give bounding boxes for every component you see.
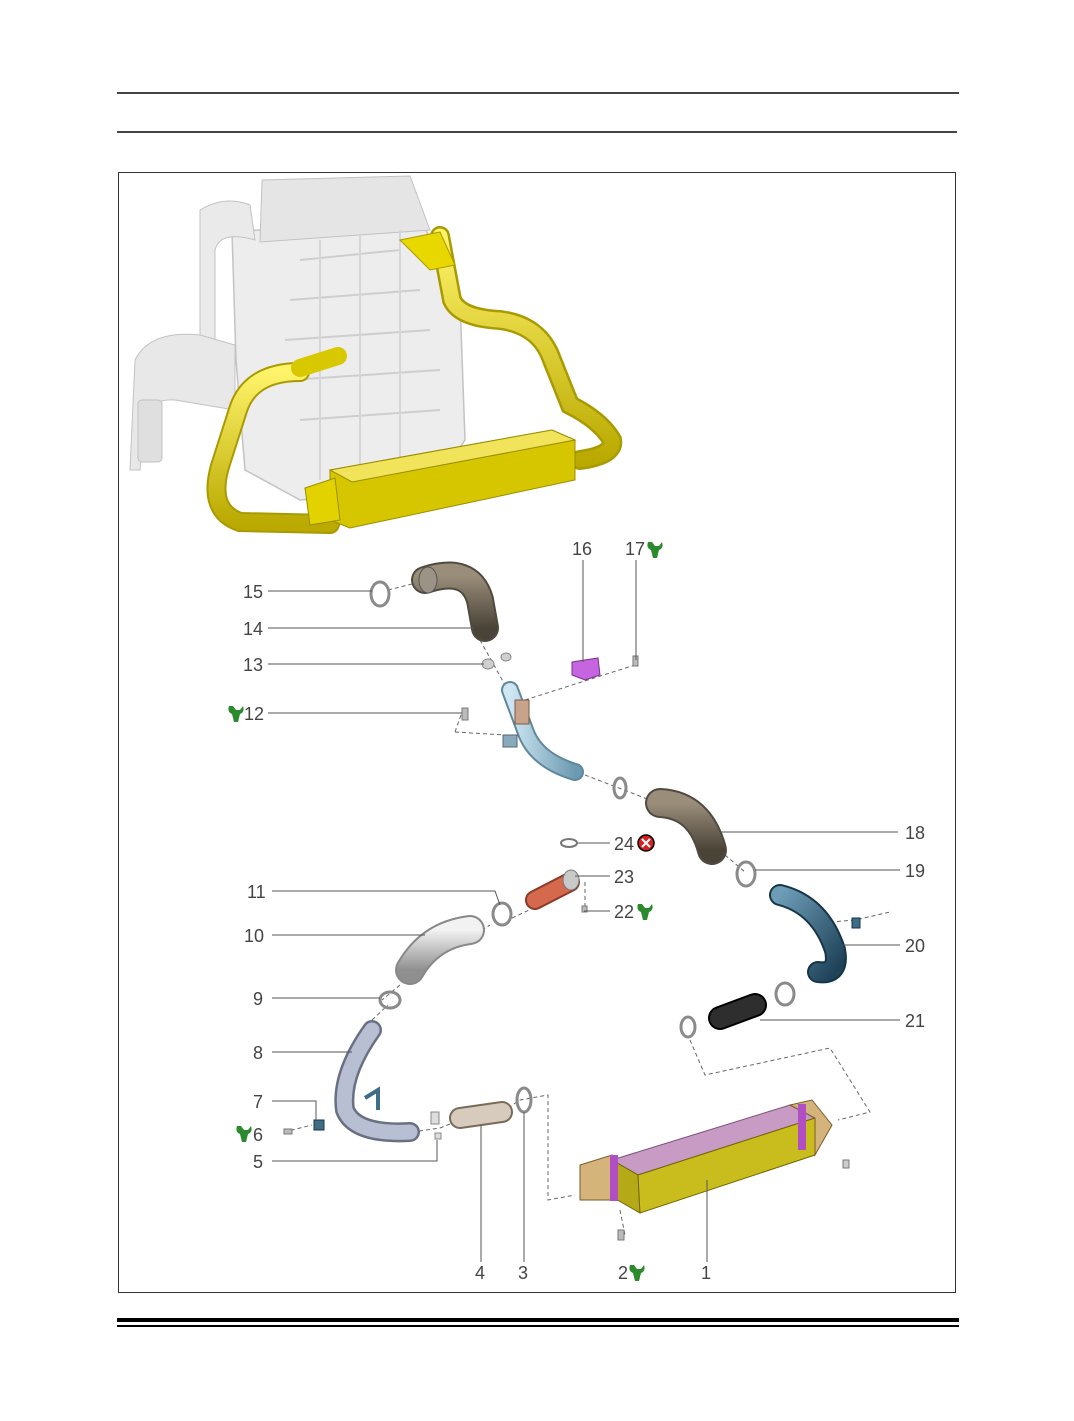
part-clamp-mid [612, 776, 628, 800]
wrench-icon [236, 1126, 252, 1142]
do-not-reuse-icon [637, 834, 655, 852]
callout-5: 5 [253, 1152, 263, 1172]
charge-pipe-upper [501, 681, 584, 781]
part-10-hose [395, 915, 485, 985]
callout-20: 20 [905, 936, 925, 956]
callout-4: 4 [475, 1263, 485, 1283]
callout-3: 3 [518, 1263, 528, 1283]
callout-15: 15 [243, 582, 263, 602]
wrench-icon [637, 904, 653, 920]
part-21-hose [679, 981, 796, 1039]
header-rule-bottom [117, 131, 957, 133]
wrench-icon [629, 1265, 645, 1281]
wrench-icon [647, 542, 663, 558]
callout-23: 23 [614, 867, 634, 887]
part-22-bolt [581, 905, 588, 913]
part-1-intercooler [579, 1099, 850, 1214]
footer-rule [117, 1318, 959, 1327]
part-9-clamp [378, 990, 402, 1010]
callout-16: 16 [572, 539, 592, 559]
callout-8: 8 [253, 1043, 263, 1063]
part-24-seal [560, 838, 578, 848]
callout-14: 14 [243, 619, 263, 639]
part-15-clamp [369, 580, 391, 608]
wrench-icon [228, 706, 244, 722]
part-5-clamp [430, 1111, 442, 1140]
part-13-clamp [481, 652, 512, 670]
part-14-elbow-hose [411, 561, 499, 642]
part-2-bolt [617, 1229, 625, 1241]
part-12-bolt [461, 707, 469, 721]
callout-6: 6 [253, 1125, 263, 1145]
callout-17: 17 [625, 539, 645, 559]
part-7-sensor [313, 1119, 325, 1131]
charge-air-piping-highlight [206, 226, 623, 534]
overview-render [129, 175, 623, 534]
callout-10: 10 [244, 926, 264, 946]
callout-7: 7 [253, 1092, 263, 1112]
callout-12: 12 [244, 704, 264, 724]
engine-block-ghost [129, 175, 466, 501]
part-18-hose [645, 788, 727, 865]
callout-11: 11 [247, 882, 266, 902]
part-8-pipe [334, 1020, 420, 1143]
part-6-bolt [283, 1128, 293, 1135]
part-20-hose [769, 884, 861, 984]
callout-18: 18 [905, 823, 925, 843]
callout-13: 13 [243, 655, 263, 675]
part-19-clamp [735, 860, 757, 888]
callout-labels: 15 14 13 12 16 17 18 19 24 23 22 11 10 2… [228, 539, 925, 1283]
part-23-coupler [525, 869, 580, 910]
callout-19: 19 [905, 861, 925, 881]
diagram-frame [118, 172, 956, 1293]
callout-22: 22 [614, 902, 634, 922]
part-11-clamp [491, 901, 513, 927]
part-4-coupler [449, 1101, 513, 1129]
callout-9: 9 [253, 989, 263, 1009]
part-3-clamp [515, 1086, 533, 1114]
callout-2: 2 [618, 1263, 628, 1283]
header-rule-top [117, 92, 959, 94]
exploded-parts [283, 561, 891, 1241]
callout-21: 21 [905, 1011, 925, 1031]
part-16-bracket [571, 657, 601, 681]
callout-24: 24 [614, 834, 634, 854]
intercooler-highlight [304, 429, 577, 529]
callout-1: 1 [701, 1263, 711, 1283]
callout-leaders [268, 560, 900, 1262]
